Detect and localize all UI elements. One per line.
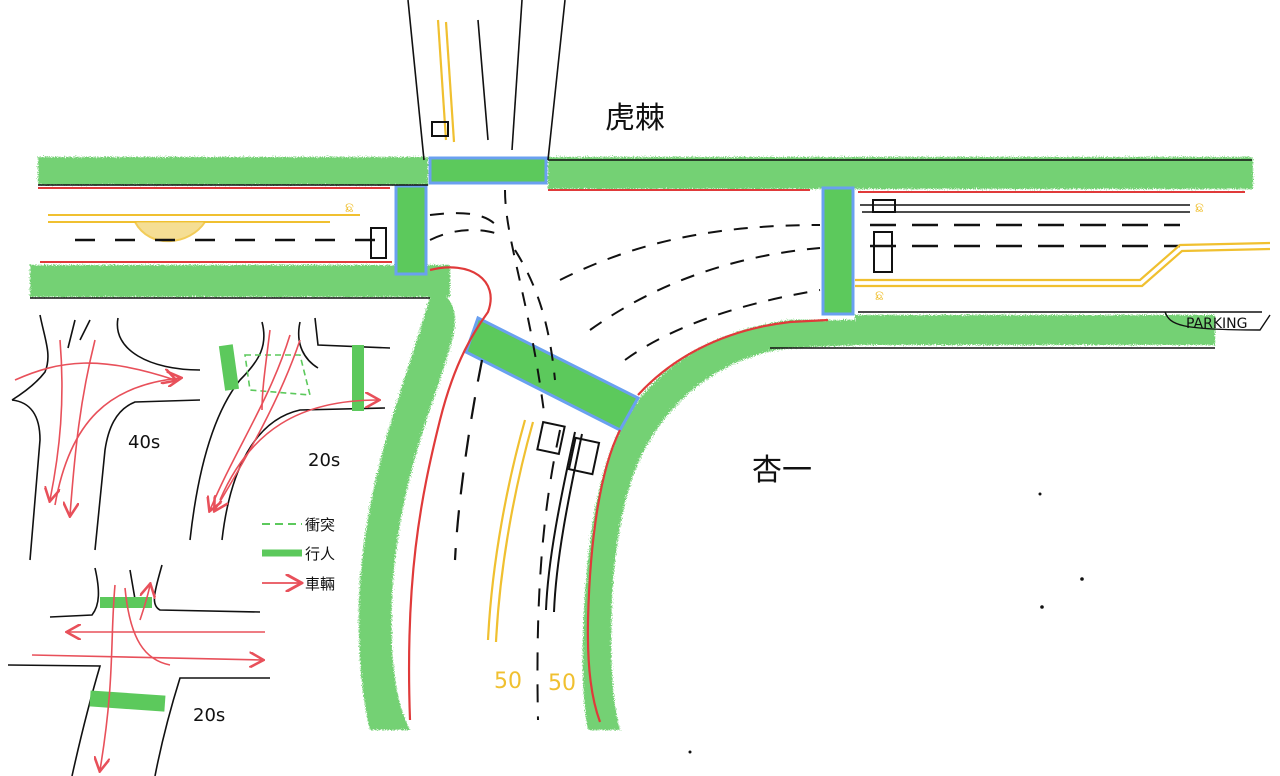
parking-label: PARKING xyxy=(1186,316,1247,332)
east-road: ଛ ଛ xyxy=(548,159,1271,349)
crosswalk-south xyxy=(464,315,641,432)
phase-2-duration: 20s xyxy=(308,450,340,471)
phase-1-duration: 40s xyxy=(128,432,160,453)
phase-3-duration: 20s xyxy=(193,705,225,726)
east-vehicle-2 xyxy=(873,231,893,273)
scatter-dots xyxy=(688,492,1084,754)
svg-text:ଛ: ଛ xyxy=(345,200,354,216)
crosswalk-east xyxy=(821,186,855,316)
phase-3-diagram: 20s xyxy=(7,564,270,776)
legend: 衝突 行人 車輛 xyxy=(262,516,335,593)
svg-text:ଛ: ଛ xyxy=(875,288,884,304)
svg-text:ଛ: ଛ xyxy=(1195,200,1204,216)
crosswalks xyxy=(394,156,855,432)
phase-1-diagram: 40s xyxy=(11,314,201,561)
north-road xyxy=(407,0,566,161)
crosswalk-north xyxy=(428,156,548,185)
speed-label-left: 50 xyxy=(494,669,522,694)
parking-sign: PARKING xyxy=(1164,311,1271,332)
legend-conflict-label: 衝突 xyxy=(305,516,335,534)
west-vehicle xyxy=(370,227,387,259)
west-road: ଛ xyxy=(30,184,430,299)
phase-2-crosswalk-left xyxy=(218,344,239,391)
sidewalk-west-south xyxy=(30,265,450,297)
legend-pedestrian-label: 行人 xyxy=(305,545,335,563)
southeast-area-name: 杏一 xyxy=(752,453,812,488)
phase-3-crosswalk-bottom xyxy=(89,690,166,712)
sidewalk-south-east xyxy=(582,320,860,730)
north-vehicle xyxy=(431,121,449,137)
east-vehicle-1 xyxy=(872,199,896,213)
speed-label-right: 50 xyxy=(548,671,576,696)
turning-guides xyxy=(429,189,821,421)
phase-2-diagram: 20s xyxy=(189,317,391,541)
south-vehicle-2 xyxy=(567,436,601,476)
sidewalk-south-west xyxy=(358,290,455,730)
phase-2-crosswalk-right xyxy=(352,345,364,411)
sidewalk-east-south xyxy=(855,315,1215,345)
south-road: 50 50 xyxy=(407,266,829,723)
south-vehicle-1 xyxy=(536,420,566,456)
legend-vehicle-label: 車輛 xyxy=(305,575,335,593)
sidewalk-north-left xyxy=(38,157,428,185)
crosswalk-west xyxy=(394,184,428,276)
sidewalks xyxy=(30,157,1253,730)
sidewalk-north-right xyxy=(548,157,1253,189)
north-road-name: 虎棘 xyxy=(605,101,665,136)
